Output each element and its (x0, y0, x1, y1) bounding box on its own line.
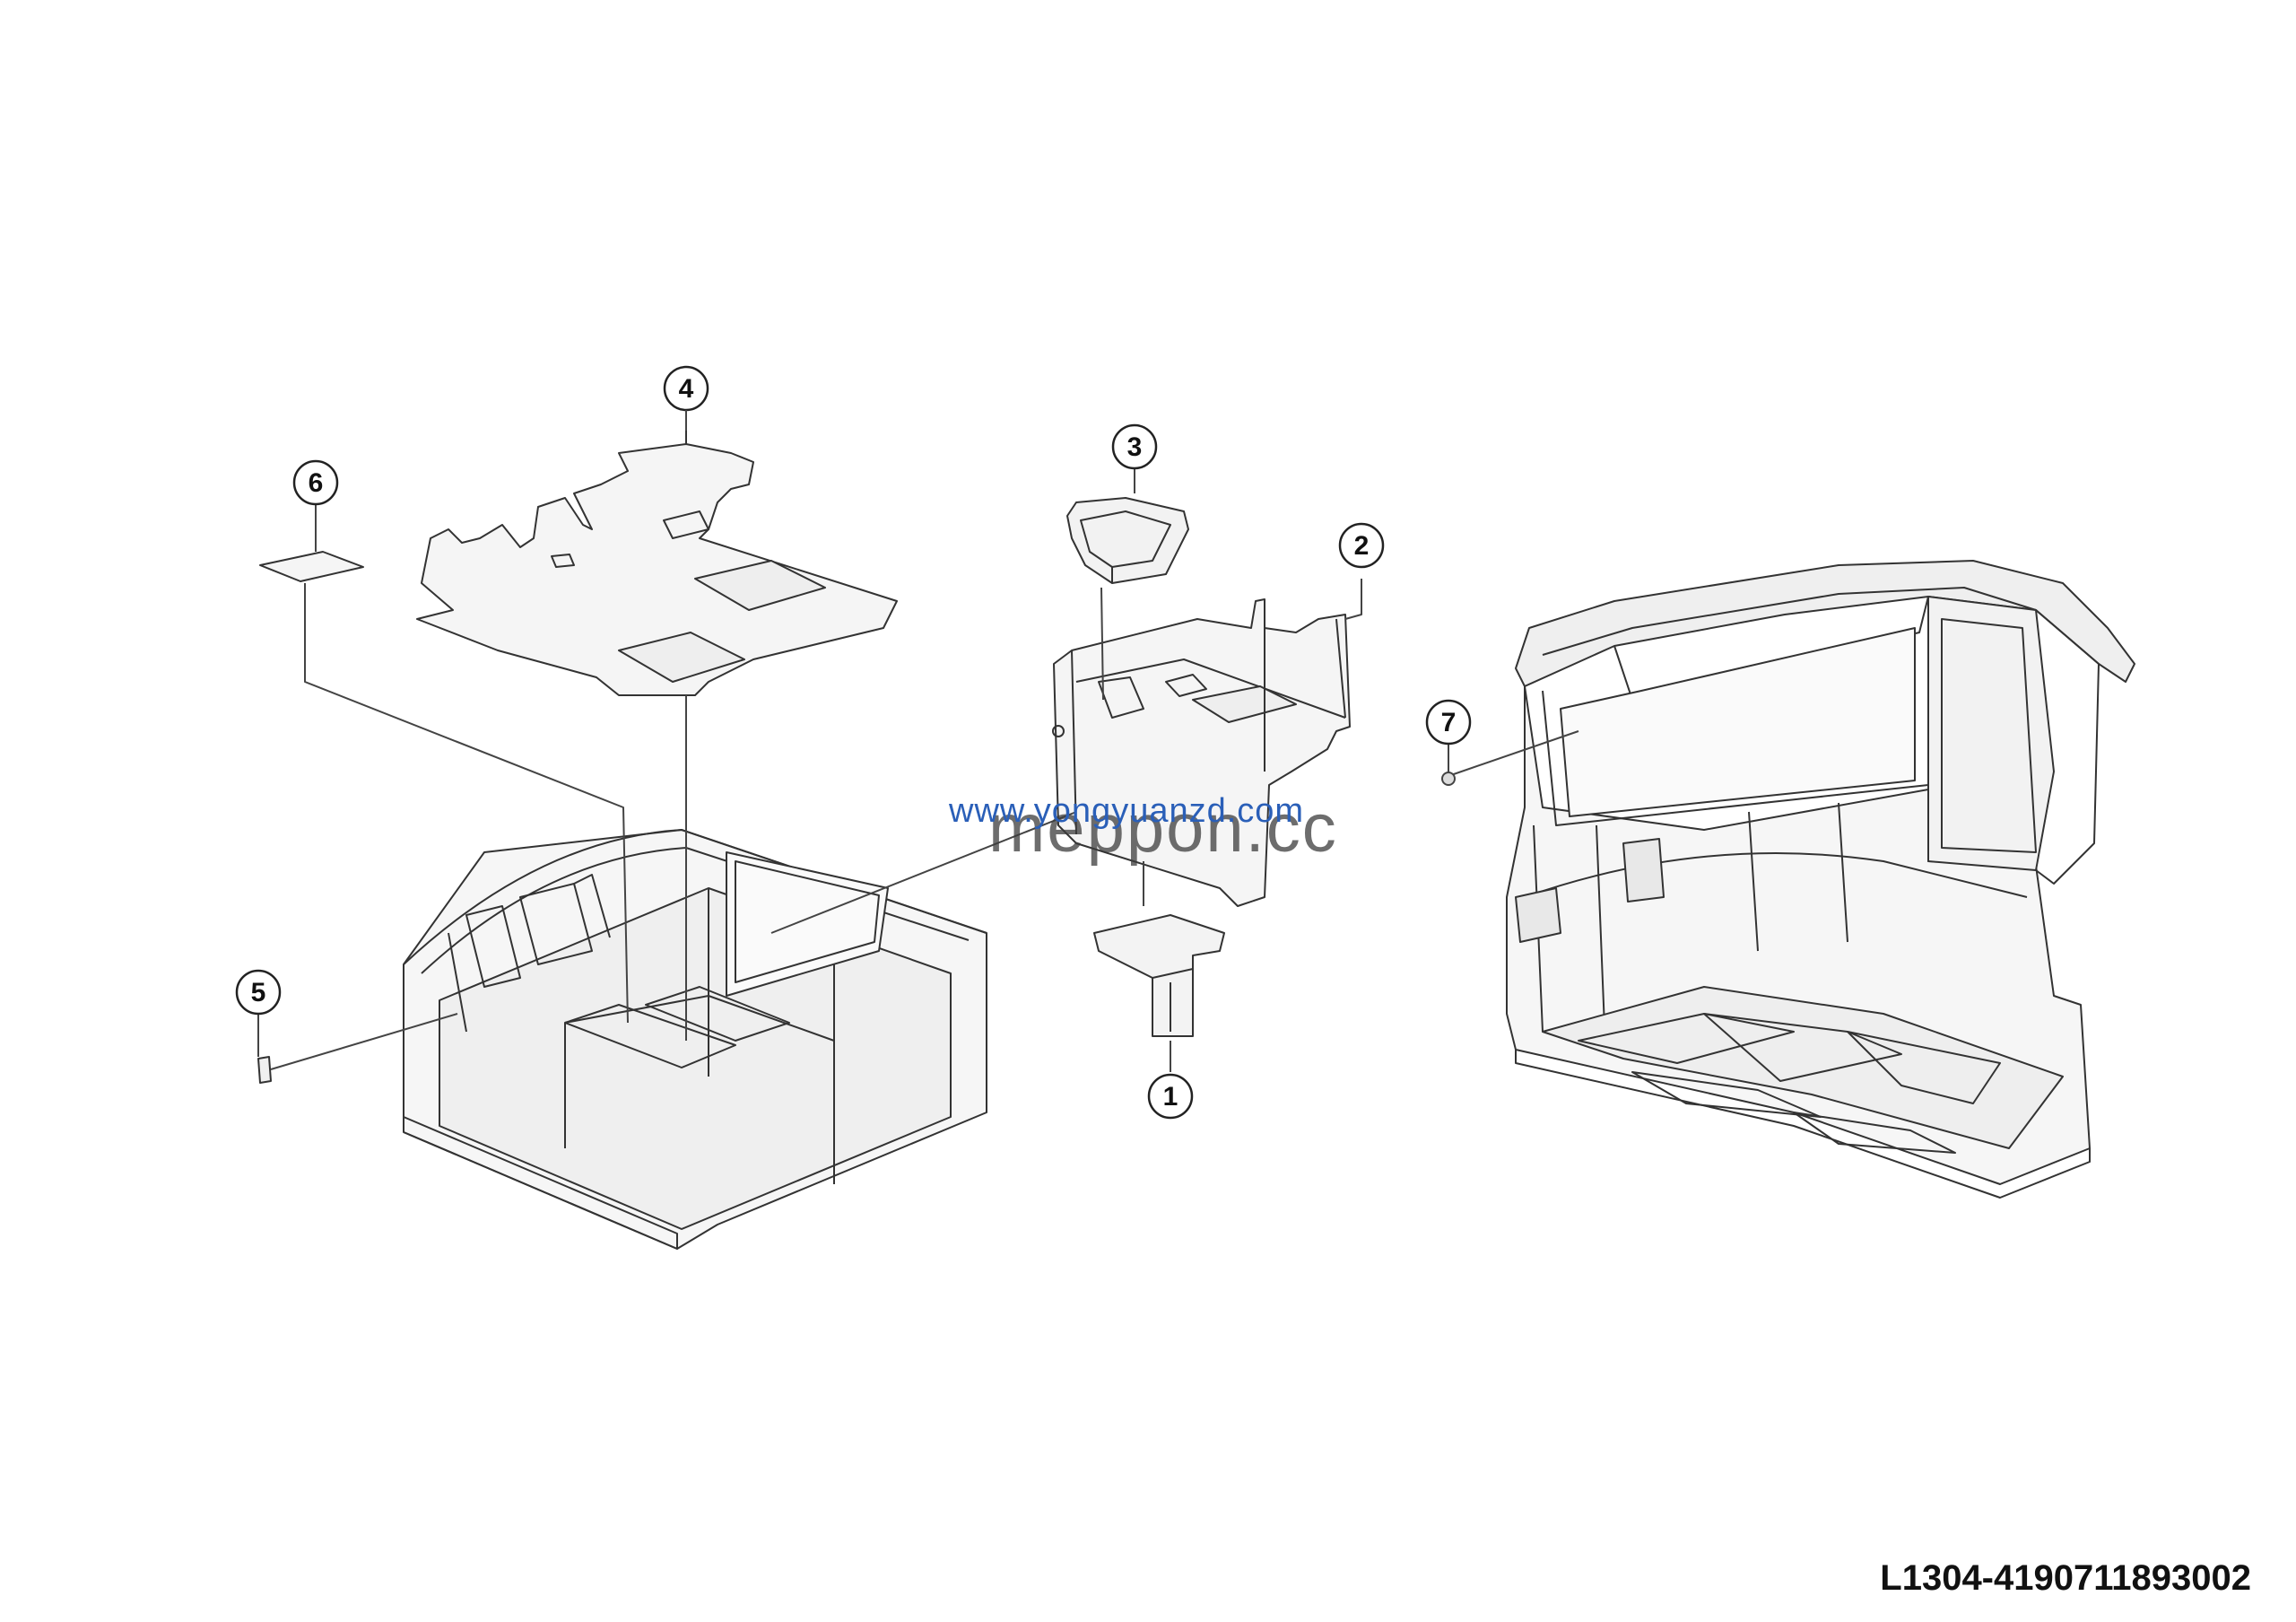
callout-2-number: 2 (1354, 531, 1370, 561)
floor-mat-part-4 (416, 431, 898, 696)
callout-7-number: 7 (1441, 708, 1457, 737)
callout-2-circle (1338, 522, 1385, 569)
plate-part-6 (259, 551, 364, 582)
callout-3-number: 3 (1127, 432, 1143, 462)
callout-4-number: 4 (679, 374, 694, 404)
callout-5-number: 5 (251, 978, 266, 1007)
clip-part-5 (257, 1056, 272, 1084)
support-part-1 (1093, 914, 1225, 1037)
callout-1-number: 1 (1163, 1082, 1178, 1112)
callouts (235, 365, 1472, 1120)
callout-7-circle (1425, 699, 1472, 746)
callout-5-circle (235, 969, 282, 1016)
leader-lines (257, 468, 1579, 1072)
cab-floor-base (403, 829, 987, 1250)
callout-3-circle (1111, 423, 1158, 470)
callout-6-circle (292, 459, 339, 506)
callout-6-number: 6 (309, 468, 324, 498)
bracket-part-2 (1052, 598, 1351, 907)
drawing-code: L1304-4190711893002 (1880, 1558, 2251, 1598)
callout-1-circle (1147, 1073, 1194, 1120)
assembled-cab (1506, 560, 2135, 1199)
cover-part-3 (1066, 497, 1189, 584)
